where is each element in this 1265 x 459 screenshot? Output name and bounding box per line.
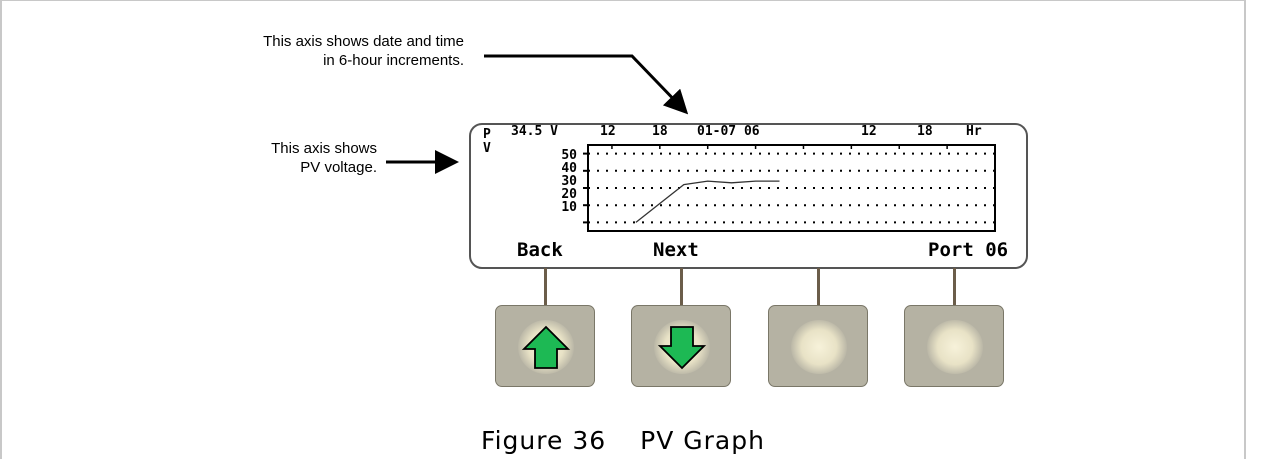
up-button[interactable]: [495, 305, 595, 387]
button-stem: [544, 268, 547, 306]
y-tick-label: 30: [561, 174, 577, 189]
softkey-label-back: Back: [517, 239, 563, 261]
x-axis-callout-line2: in 6-hour increments.: [323, 52, 464, 69]
figure-caption: Figure 36 PV Graph: [0, 426, 1246, 455]
y-tick-label: 50: [561, 148, 577, 163]
softkey-button-4[interactable]: [904, 305, 1004, 387]
y-tick-label: 40: [561, 161, 577, 176]
softkey-button-3[interactable]: [768, 305, 868, 387]
x-tick-label: 01-07 06: [697, 124, 760, 139]
lcd-display: P V 34.5 V 12 18 01-07 06 12 18 Hr 50 40…: [469, 123, 1028, 269]
x-axis-callout: This axis shows date and time in 6-hour …: [120, 32, 464, 70]
mode-letter-p: P: [483, 127, 491, 142]
down-button[interactable]: [631, 305, 731, 387]
figure-title: PV Graph: [640, 426, 765, 455]
x-tick-label: 12: [861, 124, 877, 139]
x-axis-callout-line1: This axis shows date and time: [263, 33, 464, 50]
x-tick-label: 18: [917, 124, 933, 139]
mode-letter-v: V: [483, 141, 491, 156]
y-axis-callout: This axis shows PV voltage.: [160, 139, 377, 177]
figure-number: Figure 36: [481, 426, 607, 455]
button-stem: [680, 268, 683, 306]
softkey-label-next: Next: [653, 239, 699, 261]
arrow-down-icon: [657, 326, 707, 370]
arrow-up-icon: [521, 325, 571, 369]
softkey-label-port: Port 06: [928, 239, 1009, 261]
current-value: 34.5 V: [511, 124, 558, 139]
y-axis-callout-line1: This axis shows: [271, 140, 377, 157]
button-stem: [817, 268, 820, 306]
y-tick-label: 10: [561, 200, 577, 215]
button-glow: [791, 320, 847, 374]
x-tick-label: 18: [652, 124, 668, 139]
x-tick-label: 12: [600, 124, 616, 139]
y-tick-label: 20: [561, 187, 577, 202]
y-axis-callout-line2: PV voltage.: [300, 159, 377, 176]
button-glow: [927, 320, 983, 374]
button-stem: [953, 268, 956, 306]
x-unit-label: Hr: [966, 124, 982, 139]
